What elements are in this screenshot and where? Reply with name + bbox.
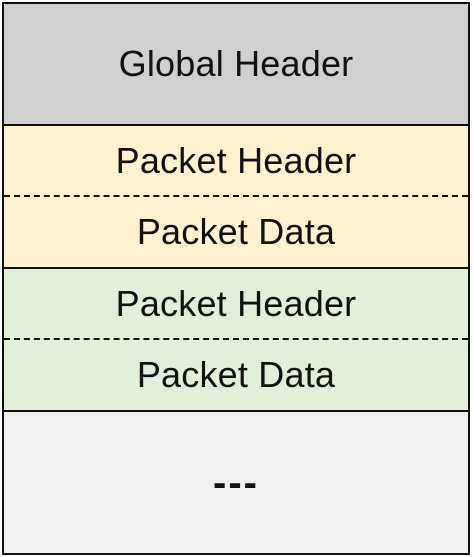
packet-1-data-block: Packet Data xyxy=(4,197,468,269)
global-header-block: Global Header xyxy=(4,4,468,126)
packet-1-header-block: Packet Header xyxy=(4,126,468,197)
packet-2-data-block: Packet Data xyxy=(4,340,468,412)
packet-1-data-label: Packet Data xyxy=(136,211,336,252)
packet-2-header-block: Packet Header xyxy=(4,269,468,340)
continuation-block: --- xyxy=(4,412,468,553)
global-header-label: Global Header xyxy=(118,43,354,84)
packet-2-data-label: Packet Data xyxy=(136,354,336,395)
packet-2-header-label: Packet Header xyxy=(115,282,357,324)
packet-1-header-label: Packet Header xyxy=(115,139,357,181)
continuation-label: --- xyxy=(213,460,259,505)
